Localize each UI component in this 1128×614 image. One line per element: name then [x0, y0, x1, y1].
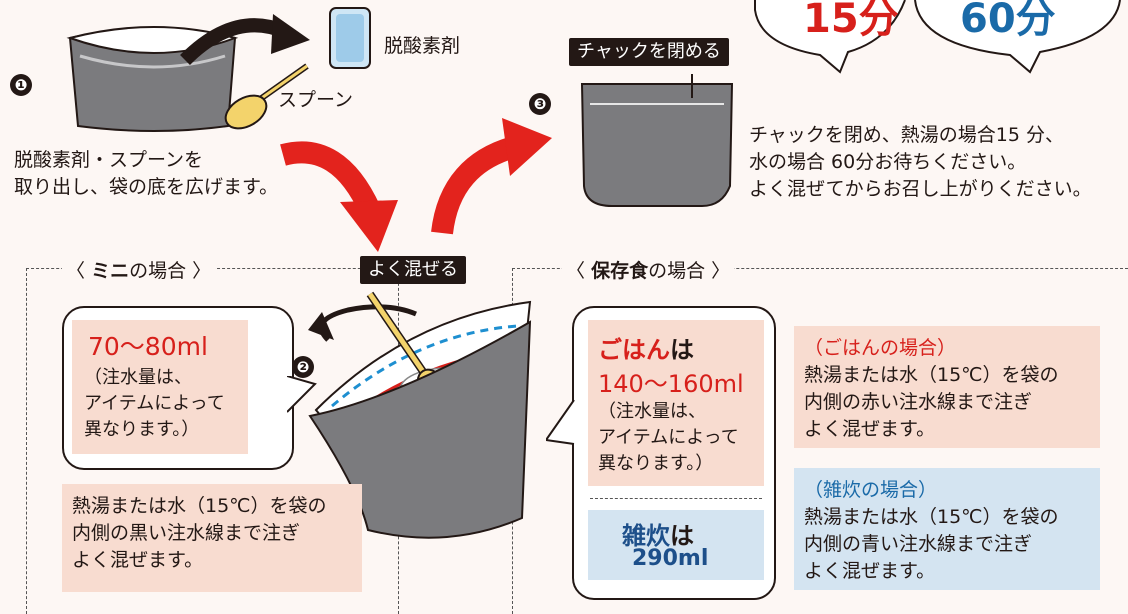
rice-case-line2: 内側の赤い注水線まで注ぎ	[804, 391, 1033, 413]
rice-case-line3: よく混ぜます。	[804, 418, 936, 440]
rice-case-line1: 熱湯または水（15℃）を袋の	[804, 364, 1059, 386]
step-number-3: ❸	[529, 93, 551, 115]
zosui-heading: 雑炊は	[622, 522, 694, 550]
zosui-case-title: （雑炊の場合）	[804, 479, 938, 501]
step1-instruction-line1: 脱酸素剤・スプーンを	[14, 149, 204, 171]
step1-instruction-line2: 取り出し、袋の底を広げます。	[14, 176, 279, 198]
hot-water-time: 15分	[803, 0, 899, 42]
mini-note-line1: （注水量は、	[84, 367, 192, 388]
zosui-case-line3: よく混ぜます。	[804, 560, 936, 582]
cold-water-time: 60分	[960, 0, 1056, 42]
zipper-tag: チャックを閉める	[569, 38, 729, 66]
mini-amount: 70～80ml	[88, 332, 208, 361]
zosui-amount-box	[588, 510, 764, 580]
rice-note-line1: （注水量は、	[598, 401, 706, 422]
zosui-case-line1: 熱湯または水（15℃）を袋の	[804, 506, 1059, 528]
storage-section-border	[512, 268, 1128, 269]
oxygen-absorber-label: 脱酸素剤	[384, 35, 461, 57]
storage-section-title: 〈 保存食の場合 〉	[562, 256, 735, 283]
step3-instruction-line2: 水の場合 60分お待ちください。	[749, 151, 1027, 173]
spoon-icon	[224, 63, 309, 130]
storage-inner-divider	[590, 498, 762, 499]
rice-heading: ごはんは	[598, 336, 694, 364]
step3-instruction-line1: チャックを閉め、熱湯の場合15 分、	[749, 124, 1065, 146]
step3-instruction-line3: よく混ぜてからお召し上がりください。	[749, 178, 1092, 200]
mini-section-title: 〈 ミニの場合 〉	[62, 256, 216, 283]
mini-amount-box	[72, 320, 248, 454]
zosui-case-line2: 内側の青い注水線まで注ぎ	[804, 533, 1033, 555]
rice-case-box	[794, 326, 1100, 448]
mix-tag: よく混ぜる	[360, 256, 466, 284]
storage-bubble-tail	[546, 400, 575, 445]
mini-note-line3: 異なります。）	[84, 419, 200, 440]
oxygen-absorber-packet-icon	[329, 7, 371, 69]
red-arrow-down-icon	[280, 141, 398, 252]
step-number-1: ❶	[10, 74, 32, 96]
mini-description-box	[62, 484, 362, 592]
zosui-amount: 290ml	[632, 546, 709, 571]
zosui-case-box	[794, 468, 1100, 590]
rice-note-line2: アイテムによって	[598, 427, 739, 448]
spoon-label: スプーン	[278, 89, 354, 111]
red-arrow-up-icon	[431, 118, 552, 235]
mini-note-line2: アイテムによって	[84, 393, 225, 414]
mini-left-border	[26, 268, 27, 614]
rice-case-title: （ごはんの場合）	[804, 337, 957, 359]
pouch-closed-illustration	[580, 74, 734, 207]
rice-note-line3: 異なります。）	[598, 453, 714, 474]
mini-desc-line3: よく混ぜます。	[72, 549, 204, 571]
step-number-2: ❷	[292, 356, 314, 378]
curved-black-arrow	[180, 14, 310, 66]
rice-amount: 140～160ml	[598, 370, 744, 398]
time-bubbles	[754, 0, 1121, 74]
mini-bubble-tail	[287, 376, 317, 413]
mini-desc-line1: 熱湯または水（15℃）を袋の	[72, 495, 327, 517]
mini-desc-line2: 内側の黒い注水線まで注ぎ	[72, 522, 301, 544]
rice-amount-box	[588, 320, 764, 486]
